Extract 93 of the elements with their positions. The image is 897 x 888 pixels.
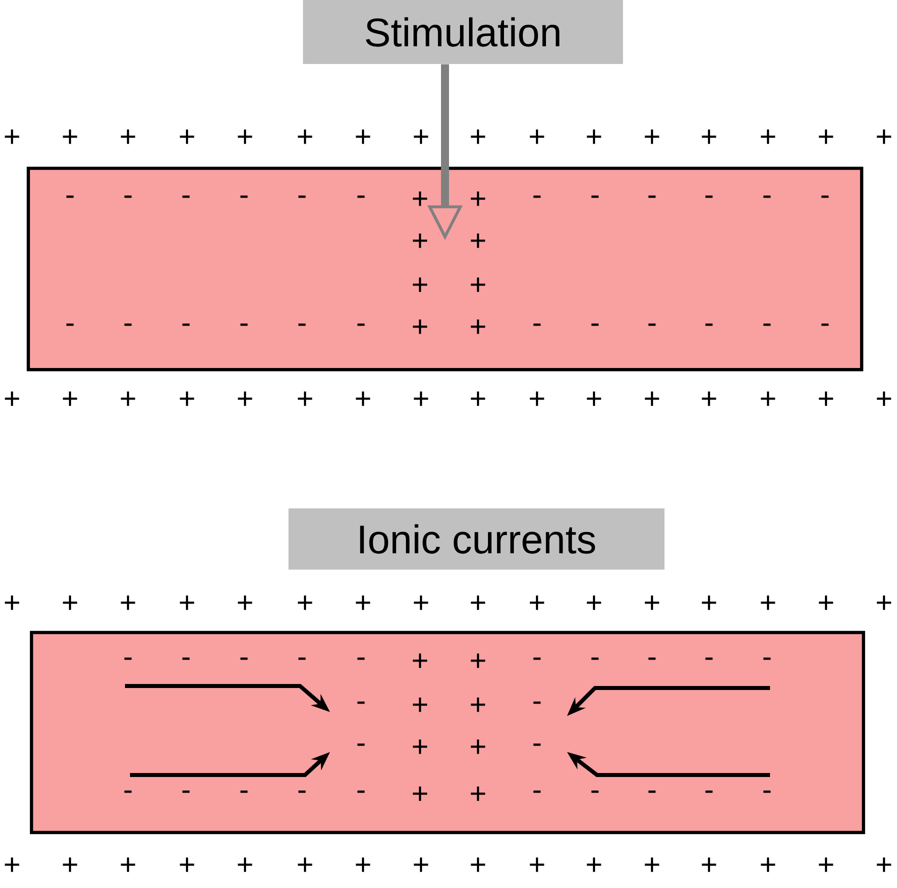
charge-sign: - [182,790,190,793]
charge-sign: + [470,786,486,801]
charge-sign: + [586,596,602,610]
charge-sign: - [763,196,771,198]
charge-sign: - [533,702,541,704]
charge-sign: - [763,324,771,326]
charge-sign: - [298,196,306,198]
charge-sign: + [530,130,544,144]
charge-sign: + [876,130,892,144]
charge-sign: - [240,658,248,660]
charge-sign: - [648,790,656,793]
ionic-currents-label: Ionic currents [288,508,664,570]
charge-sign: - [66,324,74,326]
charge-sign: + [530,596,544,610]
charge-sign: - [533,196,541,198]
charge-sign: - [648,196,656,198]
charge-sign: + [470,740,486,754]
charge-sign: + [414,596,428,610]
charge-sign: - [357,196,365,198]
charge-sign: + [644,596,660,610]
charge-sign: - [648,658,656,660]
charge-sign: + [876,392,892,406]
axon-segment [30,630,866,834]
charge-sign: + [470,192,486,206]
charge-sign: + [412,786,428,801]
charge-sign: + [470,234,486,248]
charge-sign: + [876,858,892,872]
charge-sign: + [470,654,486,668]
charge-sign: - [124,196,132,198]
charge-sign: - [533,744,541,746]
charge-sign: + [298,596,312,610]
charge-sign: + [4,130,20,144]
charge-sign: - [763,658,771,660]
charge-sign: + [644,130,660,144]
charge-sign: - [763,790,771,793]
charge-sign: + [356,130,370,144]
charge-sign: - [298,658,306,660]
charge-sign: + [238,596,252,610]
charge-sign: - [357,658,365,660]
charge-sign: - [533,324,541,326]
charge-sign: - [357,790,365,793]
charge-sign: + [412,278,428,292]
charge-sign: + [412,654,428,668]
charge-sign: + [4,596,20,610]
charge-sign: + [470,278,486,292]
charge-sign: + [412,320,428,334]
charge-sign: + [4,392,20,406]
charge-sign: + [414,130,428,144]
charge-sign: - [821,196,829,198]
charge-sign: - [298,324,306,326]
charge-sign: - [240,324,248,326]
charge-sign: - [821,324,829,326]
charge-sign: - [240,790,248,793]
axon-segment [26,166,864,372]
charge-sign: - [591,196,599,198]
charge-sign: - [533,658,541,660]
charge-sign: - [591,790,599,793]
charge-sign: - [240,196,248,198]
charge-sign: - [648,324,656,326]
charge-sign: - [182,324,190,326]
charge-sign: + [470,320,486,334]
charge-sign: + [4,858,20,872]
charge-sign: - [533,790,541,793]
charge-sign: + [470,130,486,144]
stimulation-label: Stimulation [303,0,623,64]
charge-sign: + [702,596,716,610]
charge-sign: - [124,658,132,660]
charge-sign: + [876,596,892,610]
charge-sign: - [357,702,365,704]
charge-sign: + [586,130,602,144]
charge-sign: - [705,324,713,326]
charge-sign: - [705,658,713,660]
charge-sign: - [124,324,132,326]
charge-sign: + [412,740,428,754]
charge-sign: - [182,196,190,198]
charge-sign: - [182,658,190,660]
charge-sign: - [705,790,713,793]
charge-sign: - [357,324,365,326]
charge-sign: - [591,658,599,660]
charge-sign: + [412,698,428,712]
charge-sign: + [412,234,428,248]
charge-sign: - [66,196,74,198]
charge-sign: - [357,744,365,746]
charge-sign: + [298,130,312,144]
charge-sign: + [356,596,370,610]
charge-sign: + [470,698,486,712]
charge-sign: + [412,192,428,206]
charge-sign: - [705,196,713,198]
charge-sign: + [470,596,486,610]
charge-sign: - [124,790,132,793]
charge-sign: - [298,790,306,793]
charge-sign: - [591,324,599,326]
charge-sign: + [238,130,252,144]
